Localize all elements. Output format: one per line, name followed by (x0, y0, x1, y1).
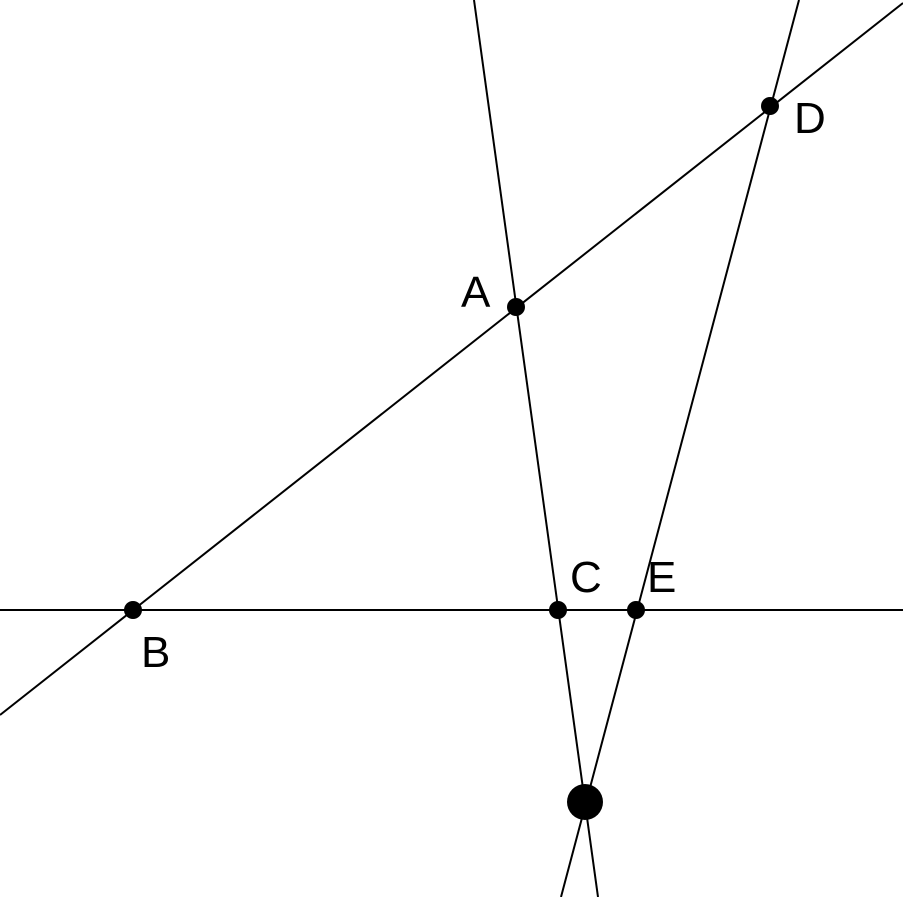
point-b (124, 601, 142, 619)
line-bd (0, 2, 903, 716)
point-intersection (567, 784, 603, 820)
label-c: C (570, 553, 602, 602)
line-de (560, 0, 800, 897)
point-d (761, 97, 779, 115)
point-e (627, 601, 645, 619)
label-e: E (647, 553, 676, 602)
label-d: D (794, 94, 826, 143)
point-a (507, 298, 525, 316)
line-ac (473, 0, 599, 897)
label-a: A (461, 268, 491, 317)
point-c (549, 601, 567, 619)
label-b: B (141, 628, 170, 677)
